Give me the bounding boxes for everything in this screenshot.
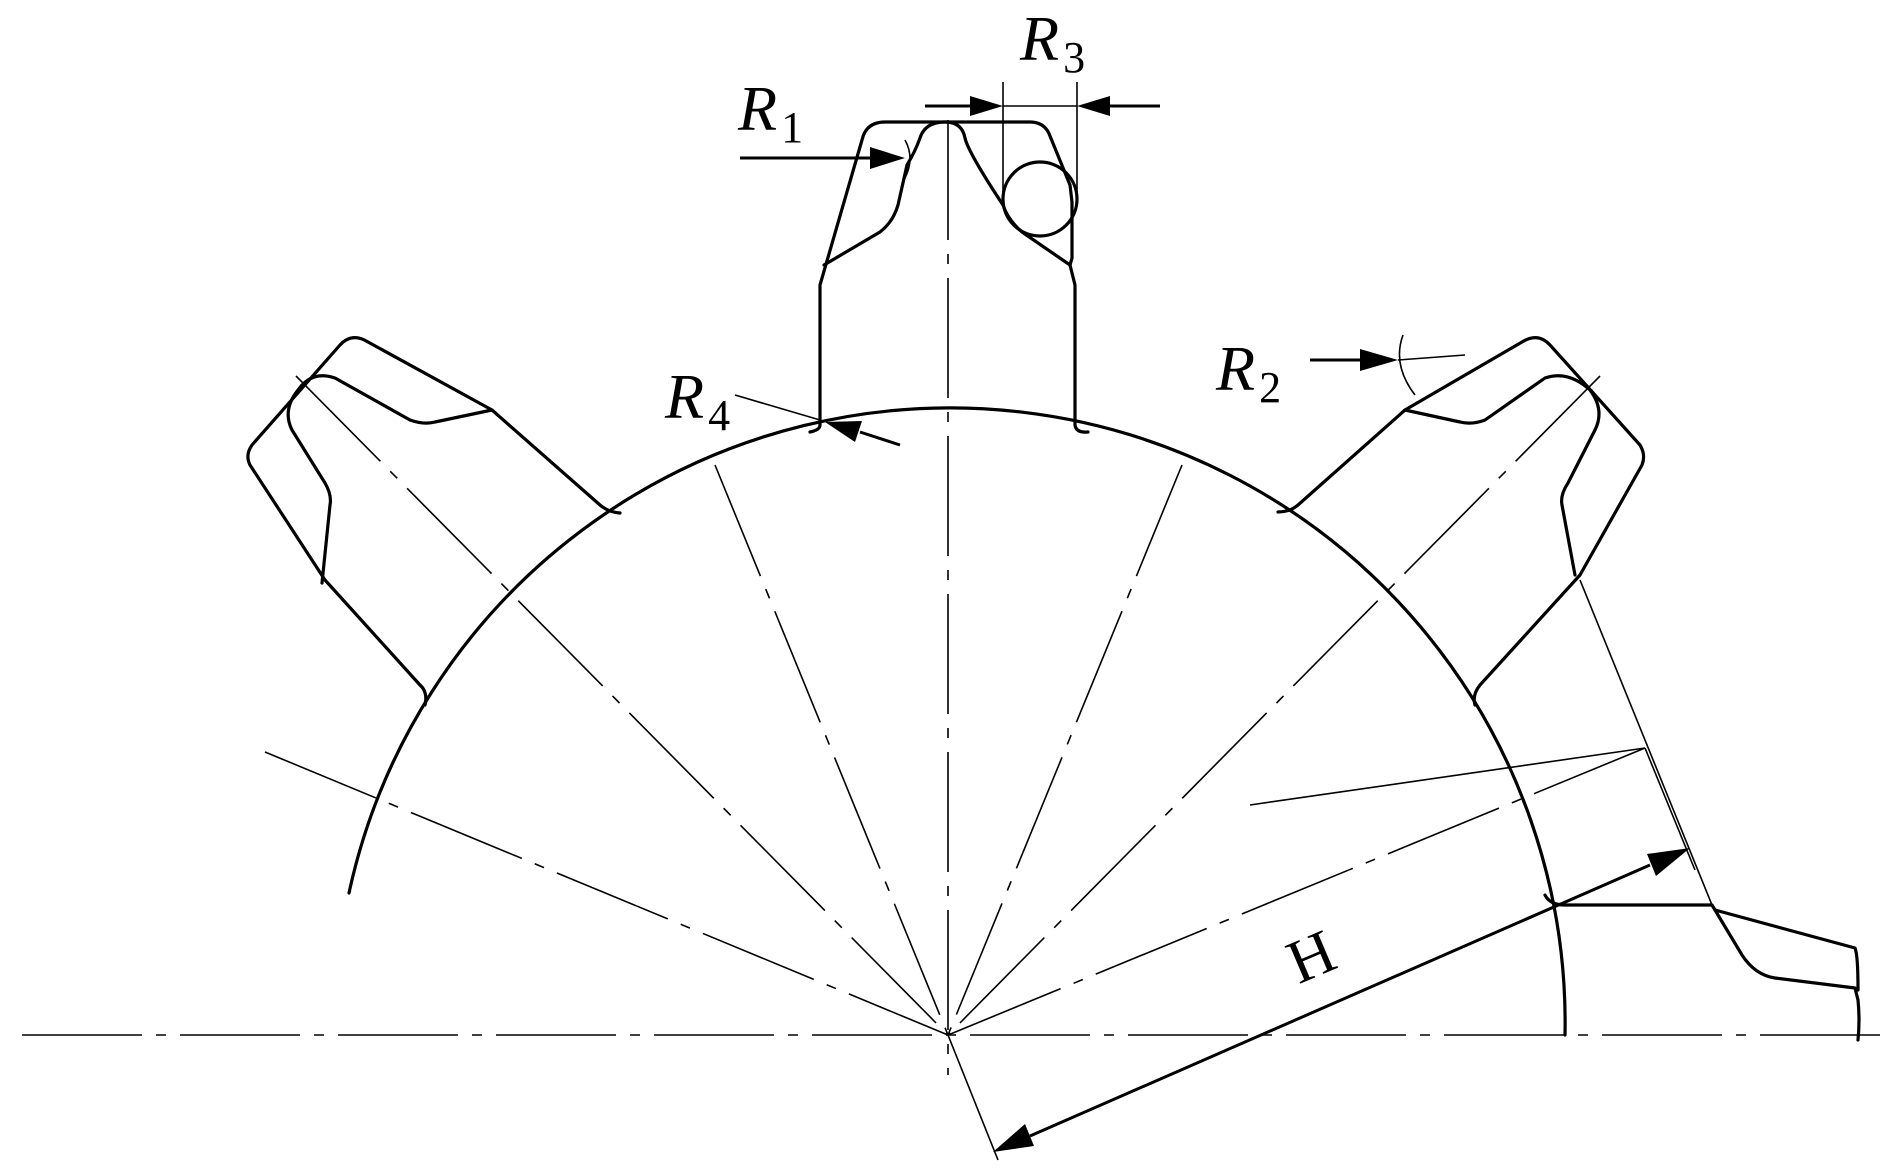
roller-circle — [1001, 160, 1079, 238]
top-tooth-outer-profile — [818, 120, 1090, 434]
left-tooth-axis-line — [295, 375, 949, 1036]
r4-leader — [734, 394, 901, 447]
right-tooth — [1276, 336, 1646, 707]
r2-leader — [1310, 334, 1466, 396]
left-tooth-root-fillet — [418, 683, 428, 707]
r1-label: R1 — [737, 73, 803, 152]
h-arrow-head-bottom — [993, 1124, 1034, 1152]
r4-arrow-shaft — [859, 430, 901, 447]
r3-arrow-left-head — [970, 96, 1003, 116]
r3-label: R3 — [1019, 3, 1085, 82]
r2-label: R2 — [1215, 333, 1281, 412]
r1-arrow-head — [870, 147, 905, 169]
h-dimension — [993, 848, 1690, 1152]
root-circle-arc — [347, 406, 1567, 1037]
r3-arrow-right-head — [1077, 96, 1110, 116]
right-tooth-inner-chamfer — [1403, 374, 1601, 577]
h-reference-line — [947, 1034, 999, 1161]
r4-arrow-head — [825, 421, 862, 442]
left-tooth-outer-profile — [246, 336, 622, 687]
right-side-guide-lines — [1249, 579, 1713, 906]
right-guide-line-2 — [1249, 747, 1646, 806]
r1-radius-arc — [904, 139, 911, 179]
radial-line-right-outer — [947, 747, 1646, 1036]
top-tooth-left-root-fillet — [808, 423, 822, 434]
center-lines — [22, 120, 1880, 1161]
r2-radius-arc — [1398, 334, 1416, 396]
right-tooth-outer-profile — [1276, 336, 1646, 707]
radial-line-left-inner — [714, 464, 949, 1036]
left-tooth-inner-chamfer — [286, 374, 494, 585]
r2-arrow-head — [1360, 349, 1398, 371]
labels: R1 R3 R2 R4 H — [664, 3, 1345, 997]
radial-line-right-inner — [947, 464, 1183, 1036]
right-guide-line-1 — [1579, 579, 1713, 906]
radial-line-left-outer — [264, 751, 949, 1036]
left-tooth — [246, 336, 622, 707]
r4-label: R4 — [664, 361, 730, 440]
r4-leader-line — [734, 394, 821, 421]
far-right-tooth-profile — [1543, 893, 1861, 1042]
h-arrow-head-top — [1647, 848, 1690, 876]
h-label: H — [1278, 917, 1346, 997]
roller-dimension — [925, 82, 1160, 238]
r2-tangent-line — [1397, 354, 1466, 361]
far-right-partial-tooth — [1543, 893, 1861, 1042]
top-tooth — [808, 120, 1090, 434]
r1-leader — [740, 139, 911, 179]
right-tooth-axis-line — [947, 375, 1601, 1036]
far-right-tooth-upper-edge — [1713, 908, 1860, 992]
h-dimension-line — [1029, 863, 1651, 1138]
